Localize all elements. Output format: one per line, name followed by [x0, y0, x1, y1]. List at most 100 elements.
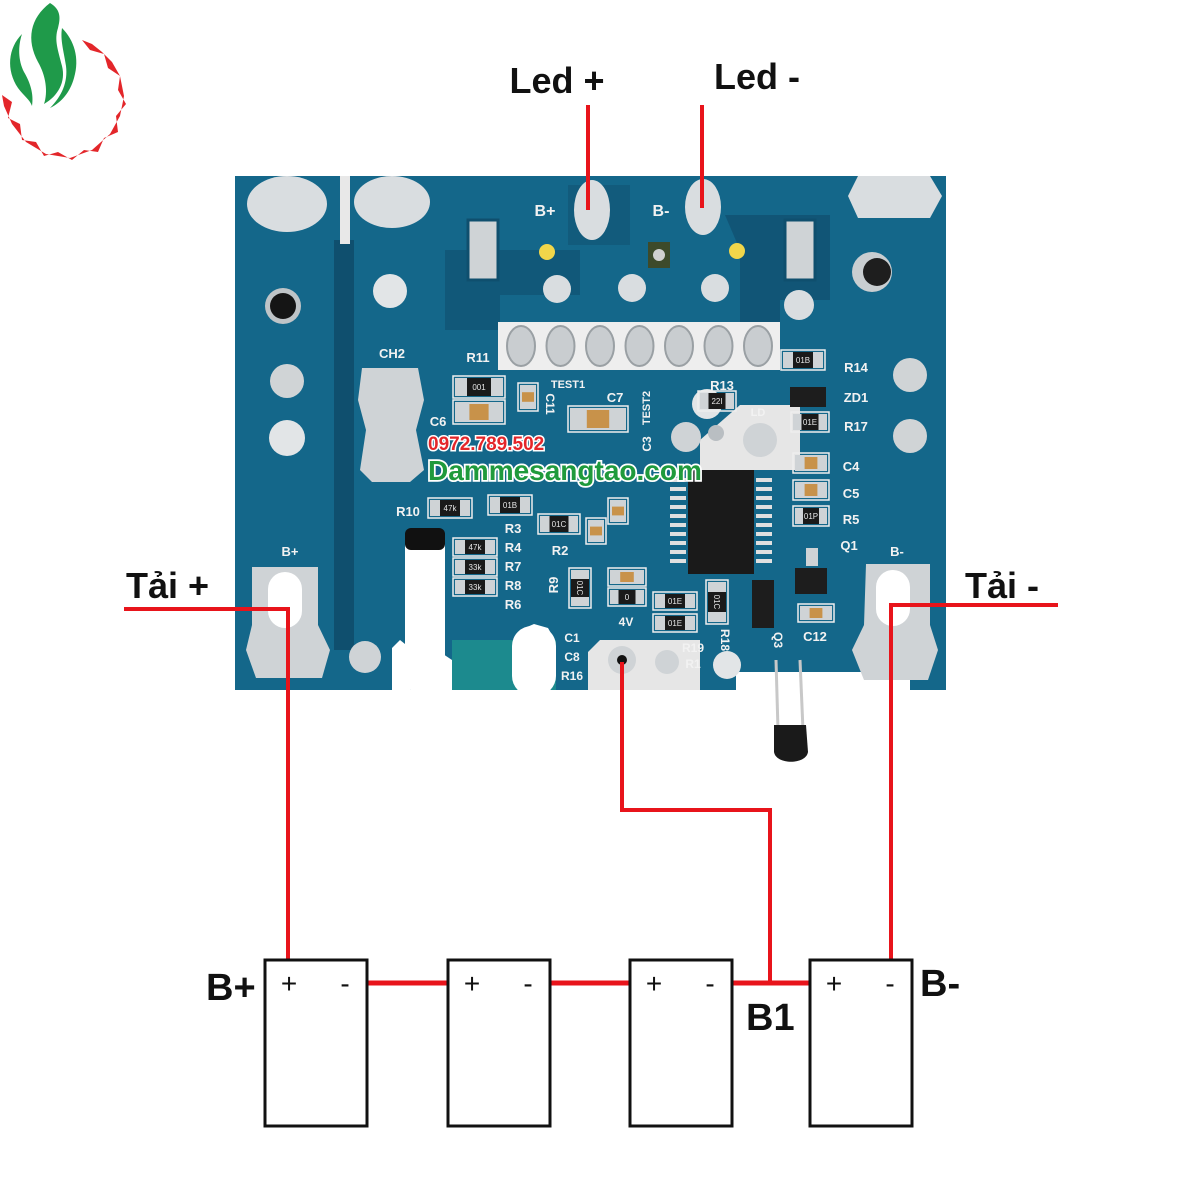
battery-cell: +- [628, 958, 734, 1128]
resistor-body [467, 378, 491, 396]
load-plus-slot [268, 572, 302, 628]
resistor-body [618, 590, 636, 604]
label-load-minus: Tải - [965, 565, 1039, 606]
zener-diode-zd1 [790, 387, 826, 407]
silk-test2: TEST2 [641, 391, 653, 425]
cell-minus-terminal: - [523, 968, 532, 999]
smd-outline [427, 497, 473, 519]
battery-cell: +- [263, 958, 369, 1128]
smd-outline [792, 479, 830, 501]
silk-r1: R1 [685, 657, 701, 671]
ic-pin-left [670, 514, 686, 518]
resistor-body [465, 580, 485, 594]
resistor-body [465, 540, 485, 554]
main-ic-chip [688, 470, 754, 574]
battery-cell-box [808, 958, 914, 1128]
resistor-code: 01B [503, 501, 517, 510]
resistor-code: 0 [625, 593, 630, 602]
wire-load-plus [124, 607, 290, 960]
resistor-code: 33k [469, 583, 483, 592]
resistor-body [465, 560, 485, 574]
connector-pin [624, 325, 655, 367]
flame-gear-logo [2, 3, 126, 160]
cell-minus-terminal: - [885, 968, 894, 999]
battery-cell-box [446, 958, 552, 1128]
silk-c12: C12 [803, 629, 827, 644]
resistor-code: 22I [711, 397, 722, 406]
pad-top-right [848, 176, 942, 218]
resistor-code: 01P [804, 512, 818, 521]
wires [124, 105, 1058, 986]
smd-outline [792, 505, 830, 527]
ic-pin-left [670, 550, 686, 554]
silk-zd1: ZD1 [844, 390, 869, 405]
indicator-dot [539, 244, 555, 260]
logo-flame-tail-icon [50, 28, 77, 108]
via-pad-small [708, 425, 724, 441]
resistor-body [801, 414, 819, 430]
battery-cell-box [263, 958, 369, 1128]
pad-top-left [247, 176, 327, 232]
smd-outline [797, 603, 835, 623]
label-load-plus: Tải + [126, 565, 209, 606]
capacitor-body [469, 404, 489, 420]
resistor-code: 01E [668, 619, 682, 628]
logo-flame-small-icon [10, 34, 33, 106]
resistor-code: 47k [469, 543, 483, 552]
pcb-slot-mid [512, 626, 556, 696]
resistor-body [665, 594, 685, 608]
ic-pin-right [756, 532, 772, 536]
resistor-body [708, 592, 726, 612]
resistor-code: 001 [472, 383, 486, 392]
battery-cells: +-+-+-+- [263, 958, 914, 1128]
ic-pin-right [756, 505, 772, 509]
battery-cell: +- [808, 958, 914, 1128]
silk-r18: R18 [718, 629, 732, 651]
silk-r19: R19 [682, 641, 704, 655]
resistor-code: 01C [575, 581, 584, 596]
smd-outline [780, 349, 826, 371]
silk-led-b-plus: B+ [535, 203, 556, 220]
led-plus-pad [574, 180, 610, 240]
via-pad [743, 423, 777, 457]
via-hole [270, 293, 296, 319]
resistor-body [440, 500, 460, 516]
resistor-body [708, 393, 726, 409]
capacitor-body [804, 457, 818, 469]
via-pad [671, 422, 701, 452]
b1-tap-hole [617, 655, 627, 665]
connector-pin [545, 325, 576, 367]
silk-load-b-minus: B- [890, 544, 904, 559]
via-pad [373, 274, 407, 308]
silk-c3: C3 [640, 436, 654, 452]
silk-c8: C8 [564, 650, 580, 664]
cell-minus-terminal: - [340, 968, 349, 999]
ic-pin-right [756, 496, 772, 500]
ic-pin-left [670, 532, 686, 536]
smd-outline [452, 557, 498, 577]
connector-pins [506, 325, 773, 367]
ic-pin-right [756, 514, 772, 518]
smd-outline [452, 577, 498, 597]
wire-load-minus [889, 603, 1058, 960]
silk-c5: C5 [843, 486, 860, 501]
silk-r16: R16 [561, 669, 583, 683]
ic-pin-right [756, 523, 772, 527]
ic-pin-right [756, 541, 772, 545]
resistor-body [793, 352, 813, 368]
capacitor-body [804, 484, 818, 496]
connector-pin [664, 325, 694, 367]
silk-r14: R14 [844, 360, 869, 375]
capacitor-body [809, 608, 823, 618]
smd-outline [705, 579, 729, 625]
smd-pad-right [783, 218, 817, 282]
silk-r6: R6 [505, 597, 522, 612]
ic-pin-left [670, 523, 686, 527]
silk-load-b-plus: B+ [282, 544, 299, 559]
ic-pin-left [670, 496, 686, 500]
silk-r10: R10 [396, 504, 420, 519]
smd-outline [537, 513, 581, 535]
silk-4v: 4V [619, 615, 634, 629]
smd-outline [607, 567, 647, 587]
